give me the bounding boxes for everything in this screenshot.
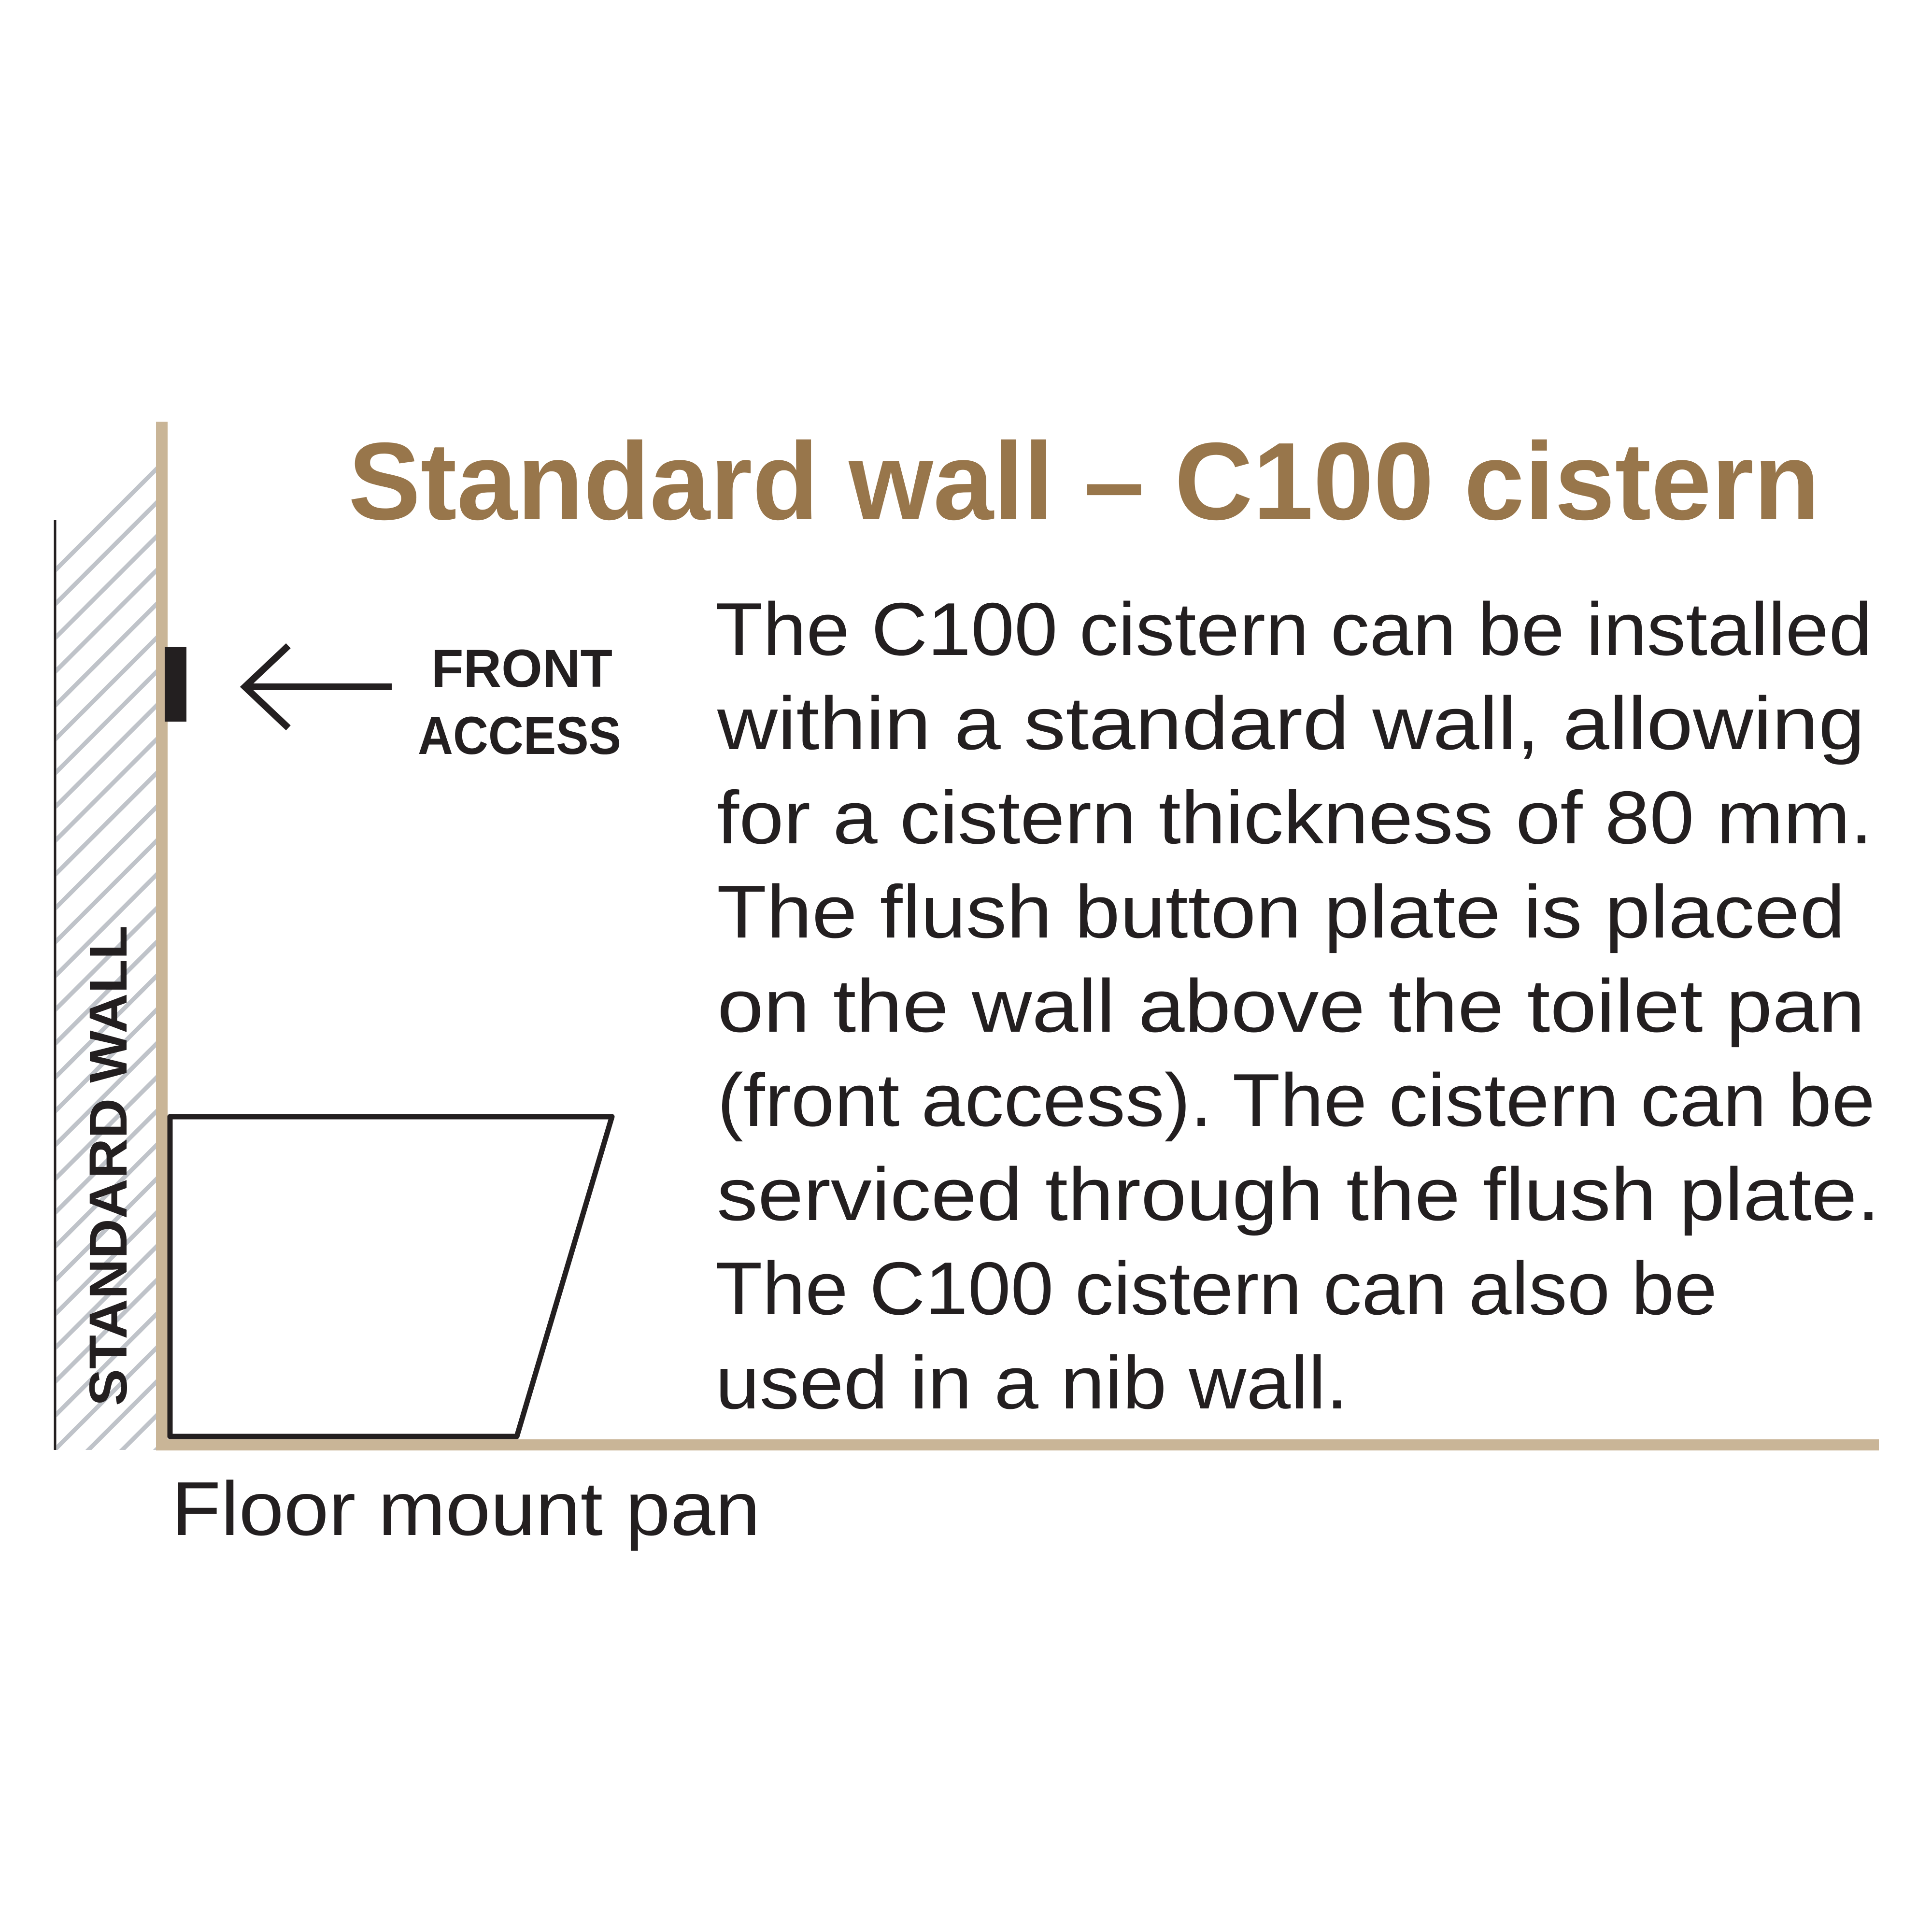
wall-hatch-icon xyxy=(57,440,156,1450)
wall-finish-line xyxy=(156,422,168,1450)
description-line: within a standard wall, allowing xyxy=(717,682,1865,765)
description-line: The C100 cistern can also be xyxy=(715,1247,1717,1330)
floor-line xyxy=(156,1439,1879,1450)
floor-mount-pan-icon xyxy=(167,1114,615,1439)
wall-label: STANDARD WALL xyxy=(79,925,138,1406)
description-line: serviced through the flush plate. xyxy=(717,1152,1880,1236)
flush-plate-icon xyxy=(165,647,186,722)
description-line: used in a nib wall. xyxy=(715,1341,1348,1424)
description-line: for a cistern thickness of 80 mm. xyxy=(717,776,1873,859)
front-access-label-line2: ACCESS xyxy=(418,706,621,766)
description-line: The C100 cistern can be installed xyxy=(715,587,1872,671)
description-line: (front access). The cistern can be xyxy=(717,1058,1875,1142)
front-access-label-line1: FRONT xyxy=(431,639,612,698)
description-line: The flush button plate is placed xyxy=(717,870,1845,953)
pan-label: Floor mount pan xyxy=(171,1466,760,1551)
arrow-left-icon xyxy=(240,643,392,731)
description-paragraph: The C100 cistern can be installed within… xyxy=(715,587,1880,1424)
description-line: on the wall above the toilet pan xyxy=(717,964,1865,1048)
diagram-title: Standard wall – C100 cistern xyxy=(348,420,1820,543)
